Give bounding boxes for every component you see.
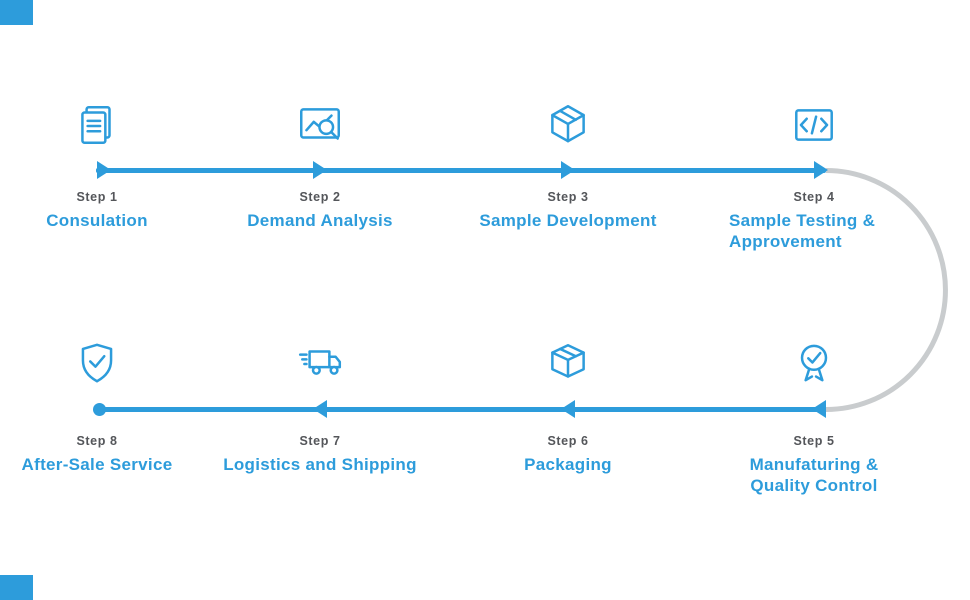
step-title: Logistics and Shipping: [223, 455, 417, 474]
step-title: Manufaturing & Quality Control: [749, 455, 879, 495]
cube-3d-icon: [458, 98, 678, 152]
step-title: Consulation: [46, 211, 148, 230]
step-6-packaging: Step 6 Packaging: [458, 336, 678, 476]
step-number-label: Step 1: [76, 190, 118, 204]
step-number-label: Step 7: [299, 434, 341, 448]
step-title: Sample Development: [479, 211, 657, 230]
step-number-label: Step 2: [299, 190, 341, 204]
arrow-right-icon: [97, 161, 111, 179]
award-ribbon-icon: [704, 336, 924, 390]
arrow-right-icon: [313, 161, 327, 179]
step-title: Packaging: [524, 455, 612, 474]
top-left-accent-bar: [0, 0, 33, 25]
step-number-label: Step 8: [76, 434, 118, 448]
arrow-left-icon: [812, 400, 826, 418]
step-3-sample-development: Step 3 Sample Development: [458, 98, 678, 232]
documents-icon: [0, 98, 207, 152]
truck-icon: [210, 336, 430, 390]
step-4-sample-testing: Step 4 Sample Testing & Approvement: [704, 98, 924, 252]
package-box-icon: [458, 336, 678, 390]
step-1-consultation: Step 1 Consulation: [0, 98, 207, 232]
step-title: Sample Testing & Approvement: [729, 211, 876, 251]
step-7-logistics-shipping: Step 7 Logistics and Shipping: [210, 336, 430, 476]
step-5-manufacturing-qc: Step 5 Manufaturing & Quality Control: [704, 336, 924, 496]
step-number-label: Step 6: [547, 434, 589, 448]
step-number-label: Step 4: [793, 190, 835, 204]
step-number-label: Step 3: [547, 190, 589, 204]
arrow-right-icon: [814, 161, 828, 179]
timeline-end-dot: [93, 403, 106, 416]
step-8-after-sale-service: Step 8 After-Sale Service: [0, 336, 207, 476]
step-2-demand-analysis: Step 2 Demand Analysis: [210, 98, 430, 232]
arrow-left-icon: [313, 400, 327, 418]
step-title: After-Sale Service: [21, 455, 173, 474]
code-window-icon: [704, 98, 924, 152]
chart-magnifier-icon: [210, 98, 430, 152]
step-number-label: Step 5: [793, 434, 835, 448]
arrow-right-icon: [561, 161, 575, 179]
arrow-left-icon: [561, 400, 575, 418]
shield-check-icon: [0, 336, 207, 390]
step-title: Demand Analysis: [247, 211, 393, 230]
bottom-timeline-line: [100, 407, 822, 412]
top-timeline-line: [96, 168, 826, 173]
bottom-left-accent-bar: [0, 575, 33, 600]
